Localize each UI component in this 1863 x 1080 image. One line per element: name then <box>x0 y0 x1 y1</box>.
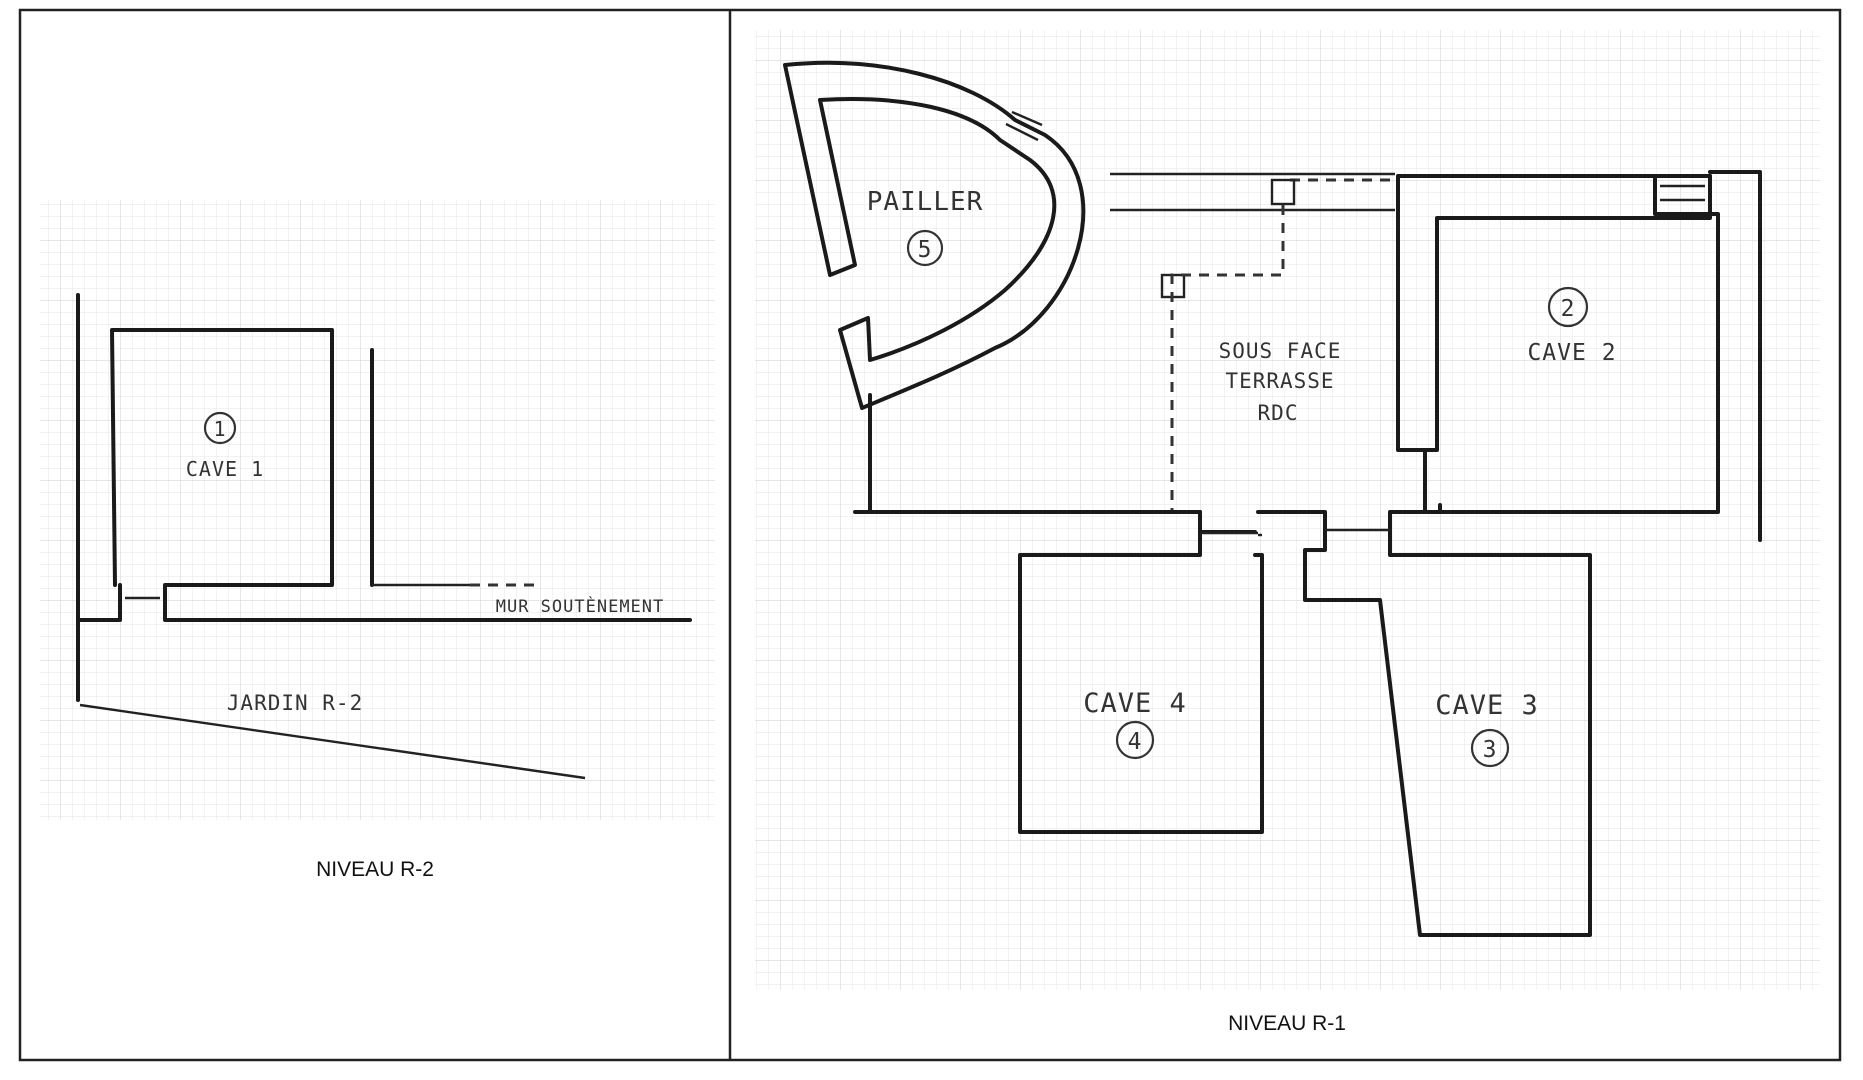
terrasse-underside-area <box>1110 172 1395 512</box>
cave-3-number-circle <box>1470 728 1510 768</box>
cave-2-inner-walls <box>1423 212 1720 514</box>
grid-background-left <box>40 200 715 820</box>
garden-edge-line <box>79 703 586 780</box>
sheet-frame <box>18 8 1842 1062</box>
cave-4-label: CAVE 4 <box>1083 688 1187 719</box>
caption-niveau-r1: NIVEAU R-1 <box>1228 1012 1346 1035</box>
panel-niveau-r2: 1 CAVE 1 MUR SOUTÈNEMENT JARDIN R-2 NIVE… <box>40 200 715 881</box>
caption-niveau-r2: NIVEAU R-2 <box>316 858 434 881</box>
cave-2-window-frame <box>1653 174 1712 216</box>
terrasse-label-line2: TERRASSE <box>1225 369 1334 393</box>
pailler-window-b <box>1005 122 1039 142</box>
cave-2-right-wall <box>1708 170 1762 542</box>
cave-1-walls <box>110 328 692 622</box>
pailler-number-circle <box>906 229 944 267</box>
garden-label: JARDIN R-2 <box>227 691 363 715</box>
pailler-label: PAILLER <box>867 187 984 217</box>
cave-1-door-jamb <box>76 583 122 622</box>
cave-3-label: CAVE 3 <box>1435 690 1539 721</box>
cave-3-walls <box>1256 503 1592 937</box>
terrasse-label-line1: SOUS FACE <box>1219 339 1342 363</box>
cave-2-number: 2 <box>1561 296 1576 322</box>
pailler-room <box>783 60 1086 514</box>
pailler-number: 5 <box>918 237 933 263</box>
corridor-walls <box>853 503 1592 937</box>
retaining-wall-label: MUR SOUTÈNEMENT <box>496 595 665 617</box>
terrasse-label-line3: RDC <box>1258 401 1299 425</box>
column-square-1 <box>1270 178 1296 206</box>
cave-1-number: 1 <box>213 417 226 441</box>
cave-2-label: CAVE 2 <box>1527 340 1616 366</box>
cave-2-room <box>1396 170 1762 542</box>
cave-3-number: 3 <box>1483 737 1498 763</box>
cave-4-number: 4 <box>1128 729 1143 755</box>
pailler-window-a <box>1011 110 1043 127</box>
panel-niveau-r1: PAILLER 5 SOUS FACE TERRASSE RDC 2 CAVE … <box>755 30 1820 1035</box>
cave-4-number-circle <box>1115 720 1155 760</box>
cave-1-label: CAVE 1 <box>186 457 264 481</box>
cave-1-room <box>76 293 692 780</box>
pailler-walls <box>783 60 1086 410</box>
cave-1-number-circle <box>203 411 237 445</box>
cave-2-number-circle <box>1547 286 1589 328</box>
